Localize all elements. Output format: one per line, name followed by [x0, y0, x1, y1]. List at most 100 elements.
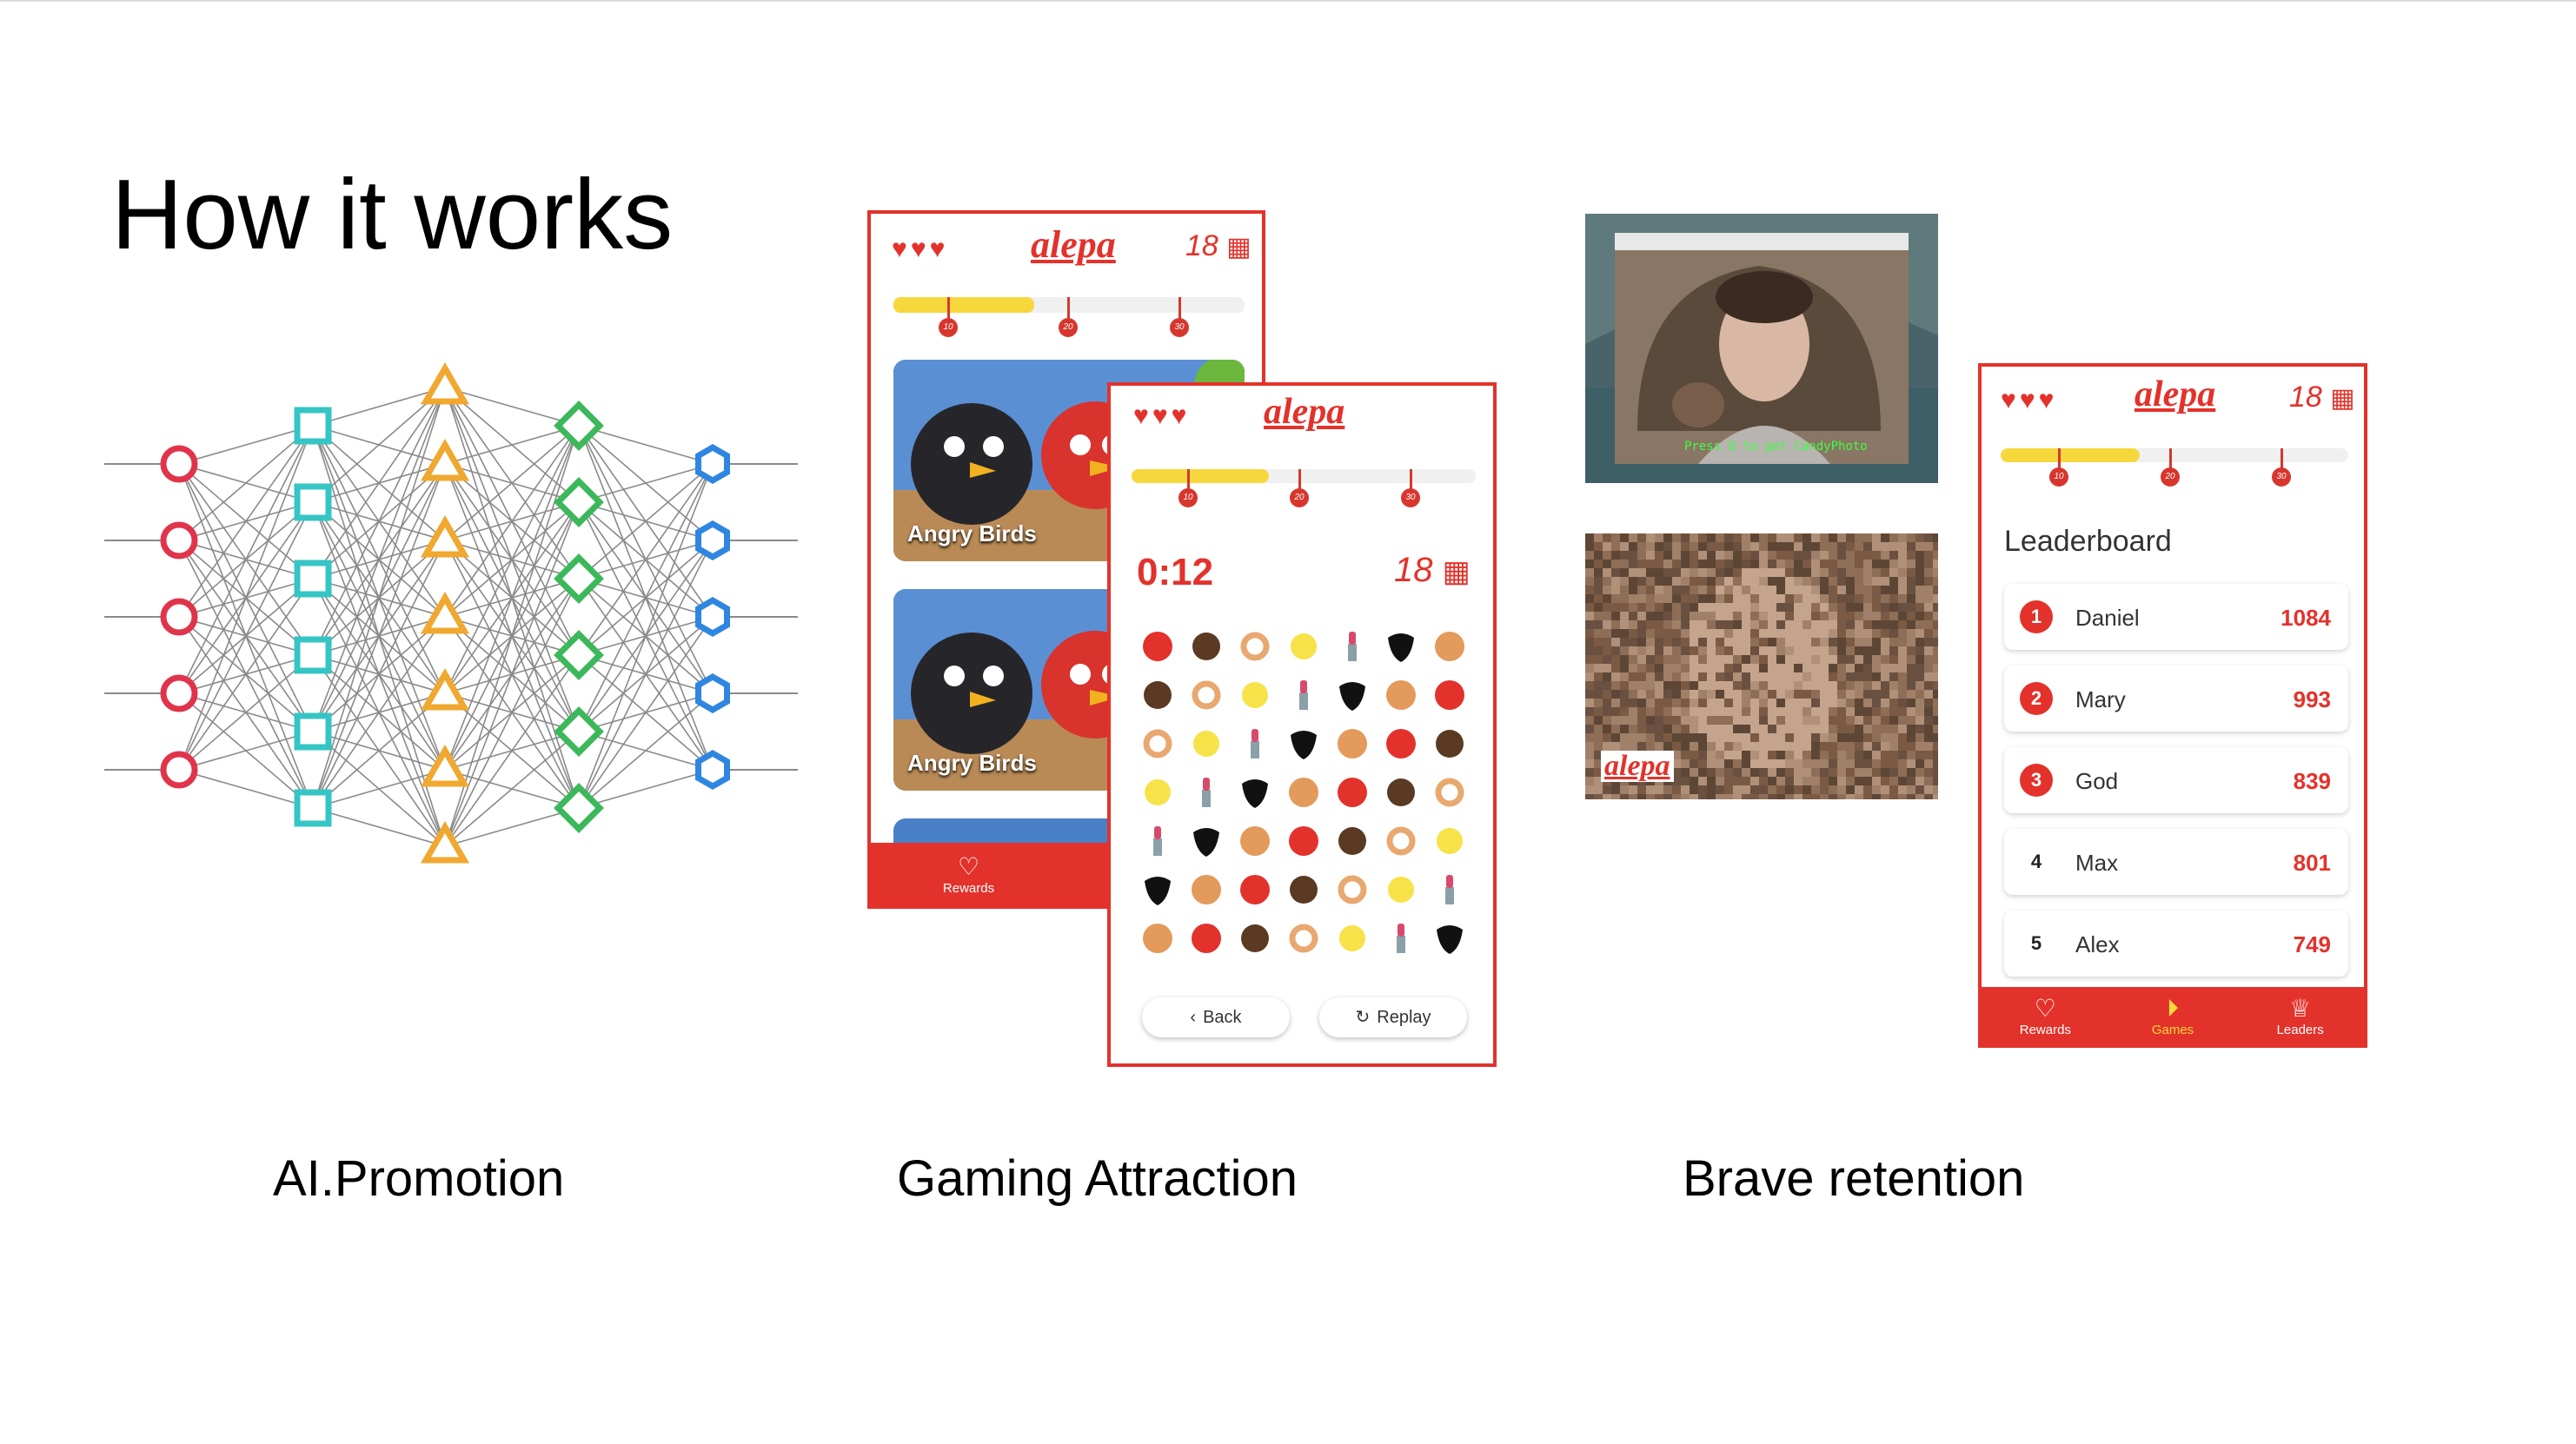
tab-rewards[interactable]: ♡ Rewards: [1982, 987, 2109, 1044]
candy-ring[interactable]: [1143, 729, 1172, 758]
candy-ring[interactable]: [1240, 632, 1270, 661]
mosaic-tile: [1611, 716, 1620, 725]
mosaic-tile: [1785, 646, 1794, 655]
candy-black[interactable]: [1145, 877, 1171, 905]
candy-brown[interactable]: [1436, 730, 1464, 758]
mosaic-tile: [1872, 794, 1881, 799]
mosaic-tile: [1846, 707, 1855, 716]
candy-ring[interactable]: [1192, 680, 1221, 710]
mosaic-tile: [1803, 551, 1811, 560]
candy-red[interactable]: [1338, 778, 1367, 807]
mosaic-tile: [1863, 612, 1872, 620]
candy-yellow[interactable]: [1388, 877, 1414, 903]
mosaic-tile: [1803, 785, 1811, 794]
candy-lipstick[interactable]: [1445, 875, 1454, 904]
milestone-mark: [2058, 448, 2061, 473]
candy-yellow[interactable]: [1193, 731, 1219, 757]
mosaic-tile: [1707, 620, 1716, 629]
mosaic-tile: [1881, 672, 1889, 681]
candy-black[interactable]: [1339, 682, 1365, 711]
candy-tan[interactable]: [1289, 778, 1318, 807]
candy-tan[interactable]: [1435, 632, 1464, 661]
candy-tan[interactable]: [1338, 729, 1367, 758]
mosaic-tile: [1681, 742, 1690, 751]
candy-yellow[interactable]: [1145, 779, 1171, 805]
candy-lipstick[interactable]: [1348, 632, 1357, 661]
candy-tan[interactable]: [1192, 875, 1221, 904]
mosaic-tile: [1698, 586, 1707, 594]
candy-ring[interactable]: [1386, 826, 1416, 856]
candy-tan[interactable]: [1240, 826, 1270, 856]
tab-games[interactable]: ⏵ Games: [2109, 987, 2237, 1044]
candy-brown[interactable]: [1144, 681, 1172, 709]
candy-red[interactable]: [1289, 826, 1318, 856]
candy-yellow[interactable]: [1291, 633, 1317, 659]
triangle-node: [420, 821, 470, 864]
candy-ring[interactable]: [1289, 924, 1318, 953]
candy-black[interactable]: [1291, 731, 1317, 759]
mosaic-tile: [1794, 542, 1803, 551]
candy-red[interactable]: [1143, 632, 1172, 661]
replay-button[interactable]: ↻Replay: [1319, 997, 1467, 1037]
candy-lipstick[interactable]: [1153, 826, 1162, 856]
candy-brown[interactable]: [1290, 876, 1318, 904]
candy-black[interactable]: [1388, 633, 1414, 662]
candy-red[interactable]: [1435, 680, 1464, 710]
game-card-label: Angry Birds: [907, 750, 1037, 776]
mosaic-tile: [1742, 568, 1750, 577]
candy-red[interactable]: [1386, 729, 1416, 758]
mosaic-tile: [1585, 594, 1594, 603]
mosaic-tile: [1881, 742, 1889, 751]
candy-ring[interactable]: [1435, 778, 1464, 807]
candy-tan[interactable]: [1386, 680, 1416, 710]
candy-black[interactable]: [1242, 779, 1268, 808]
mosaic-tile: [1811, 690, 1820, 699]
candy-brown[interactable]: [1241, 924, 1269, 952]
tab-leaders[interactable]: ♕ Leaders: [2236, 987, 2364, 1044]
tab-rewards[interactable]: ♡ Rewards: [871, 843, 1066, 905]
candy-red[interactable]: [1240, 875, 1270, 904]
candy-brown[interactable]: [1338, 827, 1366, 855]
mosaic-tile: [1620, 586, 1629, 594]
back-button[interactable]: ‹Back: [1142, 997, 1290, 1037]
candy-brown[interactable]: [1387, 778, 1415, 806]
match-grid[interactable]: [1133, 622, 1474, 963]
mosaic-tile: [1933, 768, 1938, 777]
mosaic-tile: [1690, 638, 1698, 646]
token-count-value: 18: [1185, 229, 1218, 262]
mosaic-tile: [1585, 603, 1594, 612]
mosaic-tile: [1603, 742, 1611, 751]
candy-red[interactable]: [1192, 924, 1221, 953]
network-edge: [578, 463, 714, 732]
play-circle-icon: ⏵: [2167, 994, 2180, 1022]
mosaic-tile: [1681, 655, 1690, 664]
mosaic-tile: [1724, 681, 1733, 690]
mosaic-tile: [1672, 759, 1681, 768]
mosaic-tile: [1759, 690, 1768, 699]
caption-brave-retention: Brave retention: [1683, 1150, 2025, 1207]
mosaic-tile: [1803, 751, 1811, 759]
candy-black[interactable]: [1437, 925, 1463, 954]
mosaic-tile: [1733, 725, 1742, 733]
candy-lipstick[interactable]: [1251, 729, 1259, 758]
candy-ring[interactable]: [1338, 875, 1367, 904]
back-button-label: Back: [1203, 1008, 1242, 1027]
mosaic-tile: [1637, 533, 1646, 542]
mosaic-tile: [1785, 603, 1794, 612]
candy-brown[interactable]: [1192, 633, 1220, 660]
candy-tan[interactable]: [1143, 924, 1172, 953]
mosaic-tile: [1811, 586, 1820, 594]
candy-black[interactable]: [1193, 828, 1219, 857]
candy-lipstick[interactable]: [1299, 680, 1308, 710]
mosaic-tile: [1820, 707, 1829, 716]
mosaic-tile: [1907, 655, 1915, 664]
candy-yellow[interactable]: [1339, 925, 1365, 951]
candy-lipstick[interactable]: [1202, 778, 1211, 807]
candy-yellow[interactable]: [1242, 682, 1268, 708]
mosaic-tile: [1759, 542, 1768, 551]
mosaic-tile: [1585, 629, 1594, 638]
candy-yellow[interactable]: [1437, 828, 1463, 854]
candy-lipstick[interactable]: [1397, 924, 1405, 953]
mosaic-tile: [1785, 690, 1794, 699]
mosaic-tile: [1603, 560, 1611, 568]
